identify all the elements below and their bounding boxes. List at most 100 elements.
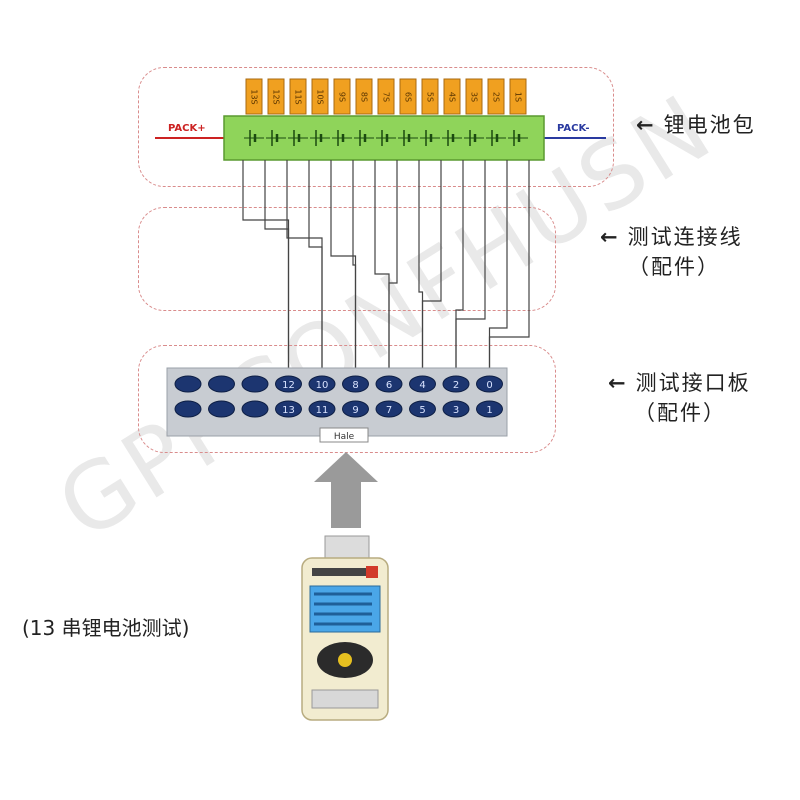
tester-logo	[366, 566, 378, 578]
board-pin-label: 9	[352, 405, 358, 416]
battery-cell-label: 9S	[338, 92, 347, 102]
board-pin	[241, 400, 269, 418]
test-wire	[330, 160, 357, 401]
board-pin	[241, 375, 269, 393]
battery-cell-label: 2S	[492, 92, 501, 102]
tester-center-button	[338, 653, 352, 667]
test-cable-accessory-text: （配件）	[628, 255, 720, 279]
battery-cell-label: 8S	[360, 92, 369, 102]
board-pin-label: 1	[486, 405, 492, 416]
up-arrow-icon	[314, 452, 378, 482]
board-pin-label: 4	[419, 380, 425, 391]
test-cable-text: 测试连接线	[627, 225, 743, 249]
battery-cell-label: 12S	[272, 89, 281, 104]
left-arrow-icon: ←	[600, 225, 620, 249]
up-arrow-shaft	[331, 480, 361, 528]
test-wire	[488, 160, 508, 401]
board-pin	[375, 375, 403, 393]
pack-plus-label: PACK+	[168, 123, 206, 134]
test-wire	[455, 160, 486, 376]
board-pin-label: 13	[282, 405, 295, 416]
board-pin-label: 5	[419, 405, 425, 416]
board-pin	[275, 400, 302, 418]
interface-board-accessory-text: （配件）	[634, 401, 726, 425]
board-pin	[375, 400, 403, 418]
board-pin	[275, 375, 302, 393]
board-pin-label: 12	[282, 380, 295, 391]
test-wire	[388, 160, 398, 376]
battery-cell	[333, 78, 351, 115]
board-pin-label: 2	[453, 380, 459, 391]
battery-cell-label: 7S	[382, 92, 391, 102]
battery-pack-text: 锂电池包	[663, 113, 756, 137]
diagram-caption: (13 串锂电池测试)	[22, 616, 190, 640]
battery-cell-label: 5S	[426, 92, 435, 102]
board-pin	[208, 375, 235, 393]
board-pin	[442, 400, 470, 418]
battery-cell	[487, 78, 505, 115]
board-pin	[409, 375, 436, 393]
test-cable-region	[138, 207, 556, 311]
board-connector	[319, 427, 369, 443]
board-pin-label: 6	[386, 380, 392, 391]
interface-board-region	[138, 345, 556, 453]
test-cable-label: ← 测试连接线 （配件）	[600, 222, 743, 282]
board-pin-label: 0	[486, 380, 492, 391]
board-pin	[476, 400, 503, 418]
battery-cell-label: 3S	[470, 92, 479, 102]
board-pin-label: 8	[352, 380, 358, 391]
board-pin-label: 3	[453, 405, 459, 416]
board-pin	[342, 400, 369, 418]
board-pin-label: 11	[316, 405, 329, 416]
battery-cell	[311, 78, 329, 115]
pack-minus-label: PACK-	[557, 123, 590, 134]
left-arrow-icon: ←	[636, 113, 656, 137]
board-pin	[174, 400, 202, 418]
battery-cell-label: 4S	[448, 92, 457, 102]
tester-brand-strip	[312, 568, 366, 576]
battery-cell-label: 10S	[316, 89, 325, 104]
board-pin	[342, 375, 369, 393]
board-pin	[442, 375, 470, 393]
battery-pack-label: ← 锂电池包	[636, 110, 756, 140]
tester-bottom-panel	[311, 689, 379, 709]
board-pin	[476, 375, 503, 393]
battery-cell-label: 11S	[294, 89, 303, 104]
battery-cell	[355, 78, 373, 115]
battery-cell	[267, 78, 285, 115]
test-wire	[421, 160, 442, 376]
test-wire	[374, 160, 390, 401]
board-pin-label: 7	[386, 405, 392, 416]
test-wire	[286, 160, 323, 401]
left-arrow-icon: ←	[608, 371, 628, 395]
test-wire	[242, 160, 290, 401]
board-pin	[308, 400, 336, 418]
interface-board-text: 测试接口板	[635, 371, 751, 395]
board-pin	[174, 375, 202, 393]
board-connector-label: Hale	[334, 432, 355, 442]
test-wire	[264, 160, 290, 376]
board-pin	[308, 375, 336, 393]
battery-cell	[245, 78, 263, 115]
battery-cell	[377, 78, 395, 115]
battery-cell-label: 13S	[250, 89, 259, 104]
test-wire	[418, 160, 424, 401]
board-pin	[208, 400, 235, 418]
test-wire	[455, 160, 464, 401]
battery-cell-label: 6S	[404, 92, 413, 102]
board-pin	[409, 400, 436, 418]
battery-cell	[509, 78, 527, 115]
battery-cell-label: 1S	[514, 92, 523, 102]
test-wire	[488, 160, 530, 376]
battery-cell	[443, 78, 461, 115]
tester-cable-head	[324, 535, 370, 559]
battery-pack-region	[138, 67, 614, 187]
battery-cell	[289, 78, 307, 115]
interface-board-label: ← 测试接口板 （配件）	[608, 368, 751, 428]
board-pin-label: 10	[316, 380, 329, 391]
test-wire	[308, 160, 323, 376]
battery-cell	[399, 78, 417, 115]
battery-cell	[421, 78, 439, 115]
